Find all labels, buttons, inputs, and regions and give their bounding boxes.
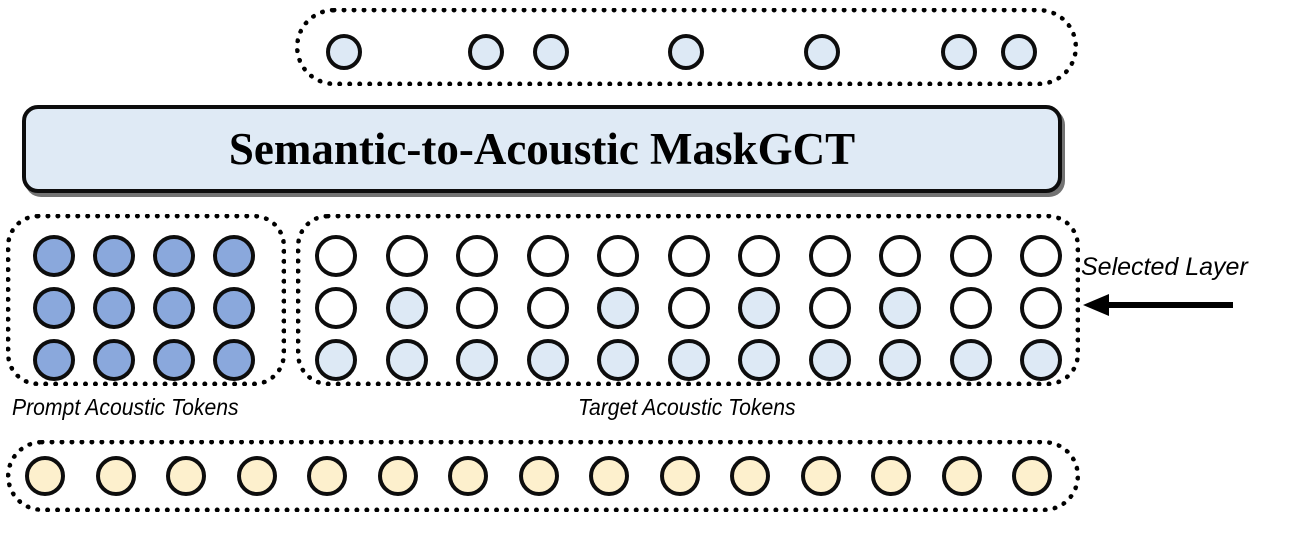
prompt-acoustic-token[interactable] <box>153 339 195 381</box>
target-acoustic-token[interactable] <box>1020 287 1062 329</box>
model-block-label: Semantic-to-Acoustic MaskGCT <box>228 124 856 174</box>
target-acoustic-token[interactable] <box>456 235 498 277</box>
prompt-acoustic-token[interactable] <box>33 235 75 277</box>
prompt-acoustic-tokens-caption: Prompt Acoustic Tokens <box>12 394 239 420</box>
target-acoustic-token[interactable] <box>667 235 710 277</box>
target-acoustic-token[interactable] <box>315 287 357 329</box>
target-acoustic-token[interactable] <box>949 235 992 277</box>
target-acoustic-token[interactable] <box>597 235 639 277</box>
text-token[interactable] <box>307 456 347 496</box>
selected-layer-arrow-icon <box>1083 294 1233 316</box>
prompt-acoustic-token[interactable] <box>33 339 75 381</box>
target-acoustic-token[interactable] <box>808 235 851 277</box>
text-token[interactable] <box>730 456 770 496</box>
target-acoustic-token[interactable] <box>1020 339 1062 381</box>
text-tokens-group <box>6 440 1080 512</box>
text-token[interactable] <box>800 456 841 496</box>
target-acoustic-token[interactable] <box>1020 235 1062 277</box>
target-acoustic-token[interactable] <box>949 339 992 381</box>
target-acoustic-token[interactable] <box>385 287 428 329</box>
target-acoustic-token[interactable] <box>385 235 428 277</box>
target-acoustic-token[interactable] <box>315 235 357 277</box>
target-acoustic-token[interactable] <box>667 287 710 329</box>
semantic-token[interactable] <box>940 34 977 70</box>
text-token[interactable] <box>448 456 488 496</box>
target-acoustic-token[interactable] <box>738 287 780 329</box>
prompt-acoustic-token[interactable] <box>93 287 135 329</box>
text-token[interactable] <box>659 456 700 496</box>
target-acoustic-token[interactable] <box>526 235 569 277</box>
text-token[interactable] <box>1012 456 1052 496</box>
target-acoustic-token[interactable] <box>385 339 428 381</box>
target-acoustic-token[interactable] <box>526 287 569 329</box>
text-token[interactable] <box>377 456 418 496</box>
text-token[interactable] <box>25 456 65 496</box>
target-acoustic-token[interactable] <box>315 339 357 381</box>
semantic-token[interactable] <box>667 34 704 70</box>
prompt-acoustic-token[interactable] <box>33 287 75 329</box>
target-acoustic-token[interactable] <box>808 339 851 381</box>
text-token[interactable] <box>871 456 911 496</box>
text-token[interactable] <box>95 456 136 496</box>
semantic-token[interactable] <box>468 34 505 70</box>
prompt-acoustic-tokens-group <box>6 214 286 386</box>
target-acoustic-token[interactable] <box>879 339 921 381</box>
semantic-token[interactable] <box>326 34 363 70</box>
text-token[interactable] <box>518 456 559 496</box>
prompt-acoustic-token[interactable] <box>213 235 255 277</box>
text-token[interactable] <box>166 456 206 496</box>
target-acoustic-tokens-group <box>296 214 1080 386</box>
semantic-tokens-group <box>295 8 1078 86</box>
semantic-token[interactable] <box>533 34 570 70</box>
target-acoustic-token[interactable] <box>949 287 992 329</box>
target-acoustic-token[interactable] <box>808 287 851 329</box>
model-block[interactable]: Semantic-to-Acoustic MaskGCT <box>22 105 1062 193</box>
target-acoustic-token[interactable] <box>597 339 639 381</box>
target-acoustic-token[interactable] <box>879 235 921 277</box>
target-acoustic-token[interactable] <box>738 339 780 381</box>
semantic-token[interactable] <box>1000 34 1037 70</box>
prompt-acoustic-token[interactable] <box>93 235 135 277</box>
prompt-acoustic-token[interactable] <box>153 235 195 277</box>
target-acoustic-token[interactable] <box>456 339 498 381</box>
prompt-acoustic-token[interactable] <box>213 339 255 381</box>
prompt-acoustic-token[interactable] <box>93 339 135 381</box>
selected-layer-label: Selected Layer <box>1081 253 1248 281</box>
target-acoustic-token[interactable] <box>738 235 780 277</box>
target-acoustic-token[interactable] <box>667 339 710 381</box>
text-token[interactable] <box>236 456 277 496</box>
text-token[interactable] <box>941 456 982 496</box>
target-acoustic-tokens-caption: Target Acoustic Tokens <box>578 394 796 420</box>
target-acoustic-token[interactable] <box>879 287 921 329</box>
text-token[interactable] <box>589 456 629 496</box>
target-acoustic-token[interactable] <box>597 287 639 329</box>
prompt-acoustic-token[interactable] <box>153 287 195 329</box>
prompt-acoustic-token[interactable] <box>213 287 255 329</box>
target-acoustic-token[interactable] <box>526 339 569 381</box>
target-acoustic-token[interactable] <box>456 287 498 329</box>
semantic-token[interactable] <box>804 34 841 70</box>
